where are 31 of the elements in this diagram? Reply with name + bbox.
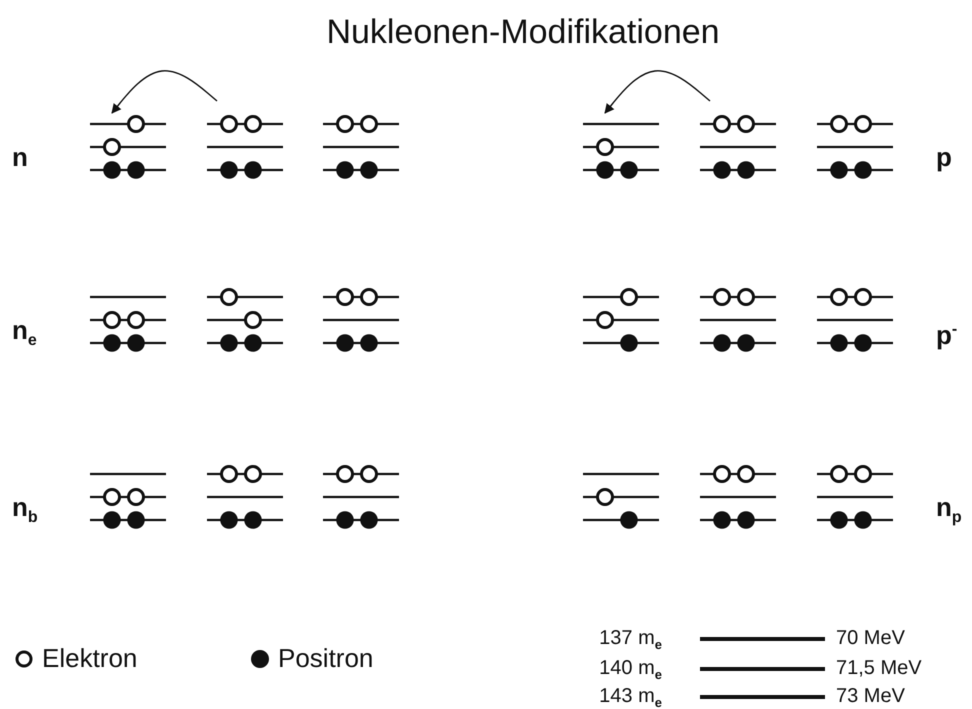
legend-label: Elektron xyxy=(42,642,138,674)
row-label: n$_{e}$ xyxy=(12,315,37,351)
level-diagram xyxy=(817,288,893,352)
level-diagram xyxy=(207,465,283,529)
legend-label: Positron xyxy=(278,642,374,674)
level-diagram xyxy=(700,288,776,352)
level-diagram xyxy=(207,115,283,179)
level-diagram xyxy=(90,115,166,179)
level-diagram xyxy=(817,465,893,529)
mass-label: 140 m$_{e}$ xyxy=(599,656,662,684)
level-diagram xyxy=(323,288,399,352)
level-diagram xyxy=(700,465,776,529)
energy-label: 70 MeV xyxy=(836,626,905,650)
mass-label: 137 m$_{e}$ xyxy=(599,626,662,654)
arrow xyxy=(604,70,710,114)
mass-label: 143 m$_{e}$ xyxy=(599,684,662,709)
row-label: n xyxy=(12,142,28,172)
level-diagram xyxy=(323,115,399,179)
energy-label: 73 MeV xyxy=(836,684,905,708)
level-diagram xyxy=(817,115,893,179)
energy-label: 71,5 MeV xyxy=(836,656,922,680)
arrow xyxy=(111,70,218,114)
row-label: p xyxy=(936,142,952,172)
row-label: n$_{b}$ xyxy=(12,492,38,528)
level-diagram xyxy=(323,465,399,529)
level-diagram xyxy=(207,288,283,352)
level-diagram xyxy=(583,288,659,352)
row-label: p$^{-}$ xyxy=(936,319,958,350)
row-label: n$_{p}$ xyxy=(936,492,962,528)
title: Nukleonen-Modifikationen xyxy=(325,12,721,52)
level-diagram xyxy=(700,115,776,179)
